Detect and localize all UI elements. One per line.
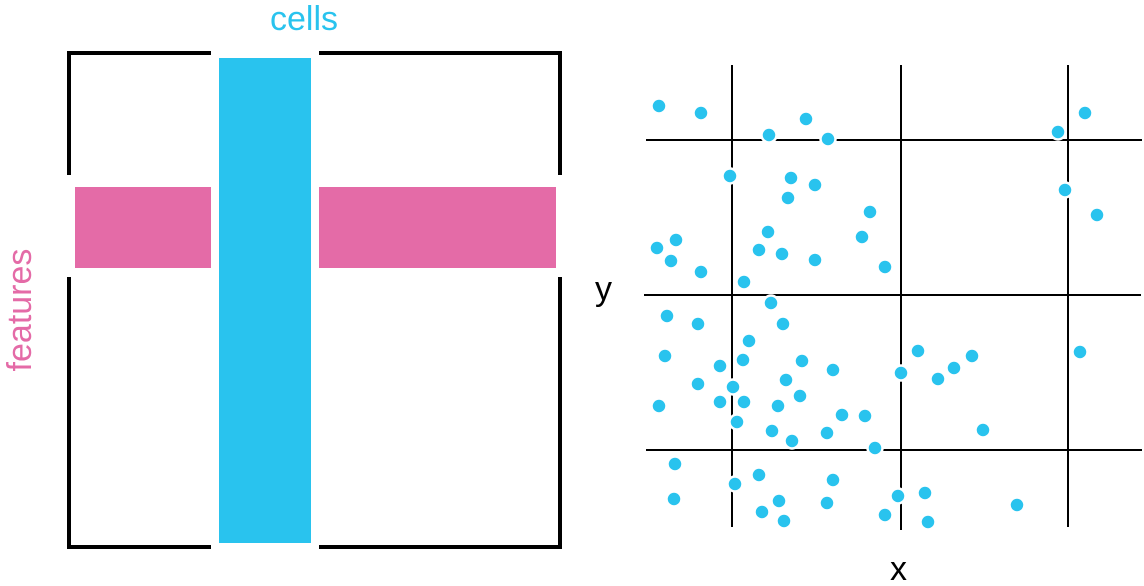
scatter-point bbox=[711, 357, 729, 375]
matrix-bracket-top-left bbox=[67, 51, 211, 175]
scatter-point bbox=[876, 506, 894, 524]
scatter-point bbox=[889, 487, 907, 505]
scatter-point bbox=[775, 512, 793, 530]
scatter-point bbox=[779, 189, 797, 207]
scatter-point bbox=[824, 471, 842, 489]
scatter-point bbox=[724, 378, 742, 396]
scatter-point bbox=[648, 239, 666, 257]
y-axis-label: y bbox=[595, 270, 612, 308]
matrix bbox=[67, 51, 562, 549]
matrix-bracket-bottom-right bbox=[319, 277, 562, 549]
scatter-point bbox=[1056, 181, 1074, 199]
matrix-bracket-bottom-left bbox=[67, 277, 211, 549]
scatter-point bbox=[791, 387, 809, 405]
cells-label: cells bbox=[270, 0, 339, 38]
scatter-point bbox=[689, 375, 707, 393]
scatter-point bbox=[735, 393, 753, 411]
scatter-point bbox=[650, 97, 668, 115]
scatter-point bbox=[866, 439, 884, 457]
scatter-point bbox=[819, 130, 837, 148]
scatter-point bbox=[759, 223, 777, 241]
scatter-point bbox=[662, 252, 680, 270]
feature-row-left bbox=[75, 187, 211, 268]
scatter-point bbox=[728, 413, 746, 431]
x-axis-label: x bbox=[890, 550, 907, 586]
scatter-grid bbox=[644, 65, 1142, 530]
scatter-point bbox=[770, 492, 788, 510]
scatter-point bbox=[974, 421, 992, 439]
scatter-point bbox=[861, 203, 879, 221]
scatter-point bbox=[1076, 104, 1094, 122]
scatter-point bbox=[773, 245, 791, 263]
scatter-points bbox=[648, 97, 1106, 531]
scatter-point bbox=[1049, 123, 1067, 141]
scatter-point bbox=[818, 424, 836, 442]
scatter-point bbox=[916, 484, 934, 502]
scatter-point bbox=[782, 169, 800, 187]
scatter-point bbox=[783, 432, 801, 450]
scatter-point bbox=[824, 361, 842, 379]
scatter-point bbox=[734, 351, 752, 369]
scatter-point bbox=[945, 359, 963, 377]
scatter-point bbox=[876, 258, 894, 276]
scatter-point bbox=[726, 475, 744, 493]
scatter-point bbox=[806, 251, 824, 269]
scatter-point bbox=[753, 503, 771, 521]
scatter-point bbox=[750, 466, 768, 484]
scatter-point bbox=[777, 371, 795, 389]
scatter-point bbox=[793, 352, 811, 370]
scatter-point bbox=[833, 406, 851, 424]
matrix-bracket-top-right bbox=[319, 51, 562, 175]
scatter-point bbox=[774, 315, 792, 333]
scatter-point bbox=[919, 513, 937, 531]
scatter-point bbox=[929, 370, 947, 388]
cell-column bbox=[219, 58, 311, 543]
scatter-point bbox=[666, 455, 684, 473]
scatter-point bbox=[689, 315, 707, 333]
scatter-point bbox=[1088, 206, 1106, 224]
scatter-point bbox=[665, 490, 683, 508]
scatter-point bbox=[750, 241, 768, 259]
scatter-point bbox=[721, 167, 739, 185]
scatter-point bbox=[763, 422, 781, 440]
scatter-point bbox=[667, 231, 685, 249]
scatter-point bbox=[1071, 343, 1089, 361]
scatter-point bbox=[892, 364, 910, 382]
scatter-point bbox=[797, 110, 815, 128]
scatter-point bbox=[762, 294, 780, 312]
scatter-point bbox=[806, 176, 824, 194]
scatter-point bbox=[658, 307, 676, 325]
scatter-point bbox=[711, 393, 729, 411]
scatter-point bbox=[818, 494, 836, 512]
feature-row-right bbox=[319, 187, 556, 268]
scatter-point bbox=[760, 126, 778, 144]
scatter-point bbox=[692, 263, 710, 281]
scatter-point bbox=[769, 397, 787, 415]
scatter-point bbox=[853, 228, 871, 246]
scatter-point bbox=[692, 104, 710, 122]
scatter-point bbox=[856, 407, 874, 425]
scatter-point bbox=[650, 397, 668, 415]
scatter-point bbox=[656, 347, 674, 365]
scatter-point bbox=[740, 332, 758, 350]
features-label: features bbox=[1, 248, 39, 372]
scatter-point bbox=[909, 342, 927, 360]
scatter-point bbox=[735, 273, 753, 291]
scatter-point bbox=[1008, 496, 1026, 514]
scatter-point bbox=[963, 347, 981, 365]
